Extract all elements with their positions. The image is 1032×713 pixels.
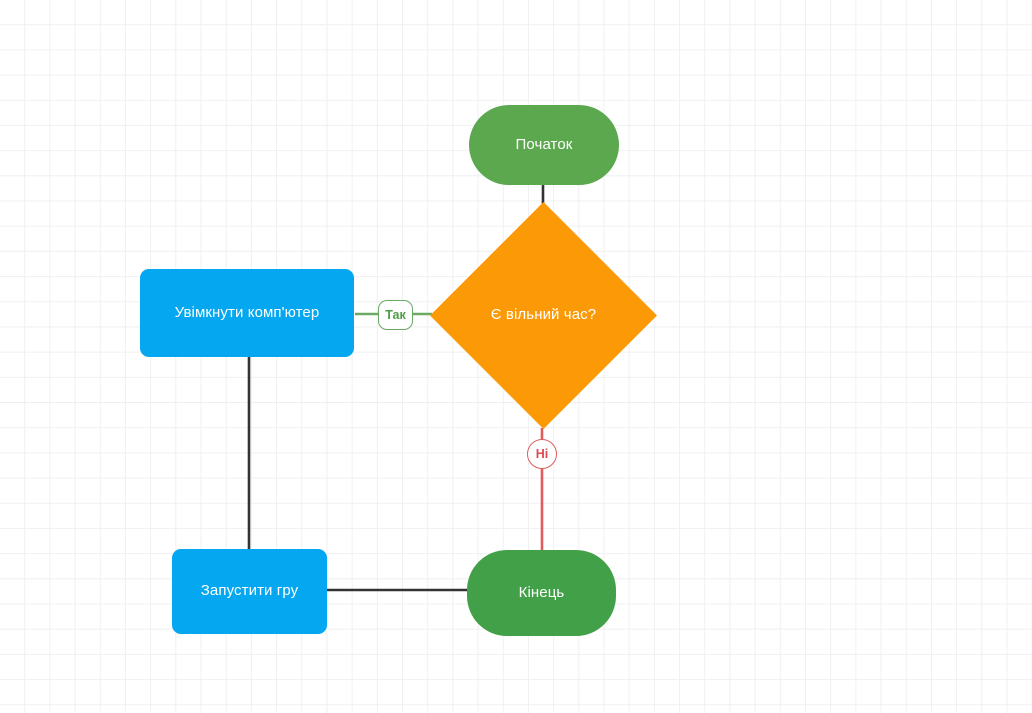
node-decision[interactable]: Є вільний час? (430, 202, 657, 429)
node-turn-on-computer-label: Увімкнути комп'ютер (174, 303, 320, 321)
diamond-shape (430, 202, 657, 429)
node-turn-on-computer[interactable]: Увімкнути комп'ютер (140, 269, 354, 357)
node-start-label: Початок (515, 135, 573, 153)
node-launch-game[interactable]: Запустити гру (172, 549, 327, 634)
node-start[interactable]: Початок (469, 105, 619, 185)
node-end[interactable]: Кінець (467, 550, 616, 636)
edge-label-yes-text: Так (385, 308, 406, 322)
node-end-label: Кінець (518, 583, 565, 601)
edge-label-yes[interactable]: Так (378, 300, 413, 330)
edge-label-no[interactable]: Ні (527, 439, 557, 469)
node-decision-label: Є вільний час? (490, 306, 597, 324)
edge-label-no-text: Ні (535, 447, 549, 461)
node-launch-game-label: Запустити гру (200, 582, 299, 600)
